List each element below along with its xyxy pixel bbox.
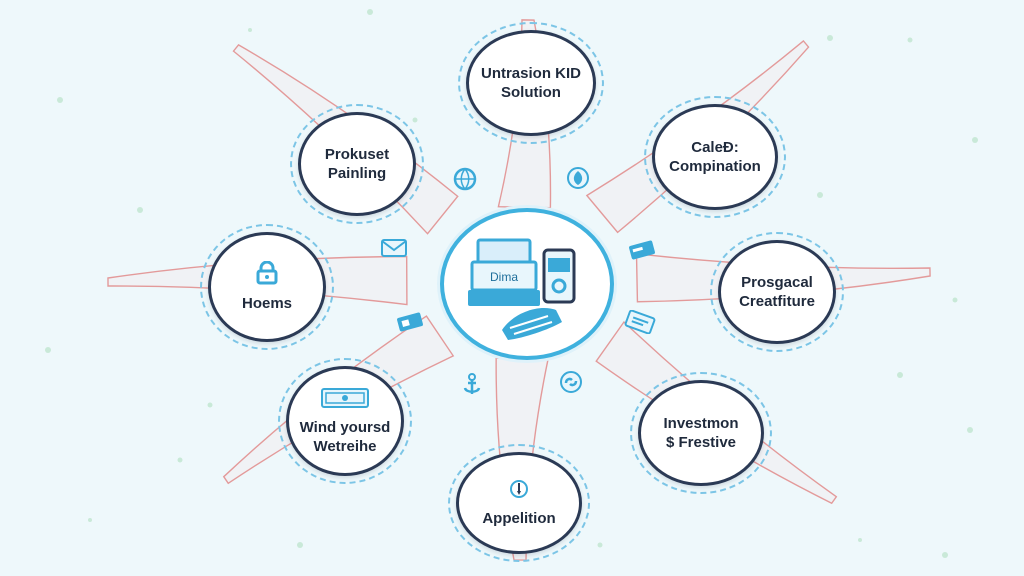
node-lower-right: Investmon $ Frestive	[630, 372, 772, 494]
node-upper-right-label: CaleÐ: Compination	[669, 139, 761, 175]
lock-icon	[254, 260, 280, 290]
node-top: Untrasion KID Solution	[458, 22, 604, 144]
card-icon	[628, 240, 656, 265]
node-lower-left: Wind yoursd Wetreihe	[278, 358, 412, 484]
background-sparkles	[45, 9, 978, 558]
link-icon	[558, 370, 584, 399]
node-lower-right-label: Investmon $ Frestive	[663, 415, 739, 451]
node-right-label: Prosgacal Creatfiture	[739, 274, 815, 310]
ticket-icon	[624, 309, 656, 339]
node-bottom: Appelition	[448, 444, 590, 562]
node-upper-left-label: Prokuset Painling	[324, 146, 390, 182]
id-card-icon	[396, 312, 424, 337]
globe-icon	[452, 166, 478, 197]
hub-node: Dima	[440, 208, 614, 360]
node-bottom-label: Appelition	[482, 510, 556, 527]
envelope-icon	[380, 238, 408, 263]
anchor-icon	[460, 372, 484, 403]
node-right: Prosgacal Creatfiture	[710, 232, 844, 352]
pen-icon	[509, 478, 529, 505]
node-lower-left-label: Wind yoursd Wetreihe	[299, 418, 391, 455]
node-left-label: Hoems	[241, 295, 293, 312]
hub-screen-text: Dima	[490, 270, 518, 284]
node-upper-left: Prokuset Painling	[290, 104, 424, 224]
leaf-icon	[566, 166, 590, 195]
node-upper-right: CaleÐ: Compination	[644, 96, 786, 218]
node-top-label: Untrasion KID Solution	[480, 65, 581, 101]
computer-with-hand-icon: Dima	[468, 238, 576, 340]
node-left: Hoems	[200, 224, 334, 350]
banknote-icon	[320, 387, 370, 414]
